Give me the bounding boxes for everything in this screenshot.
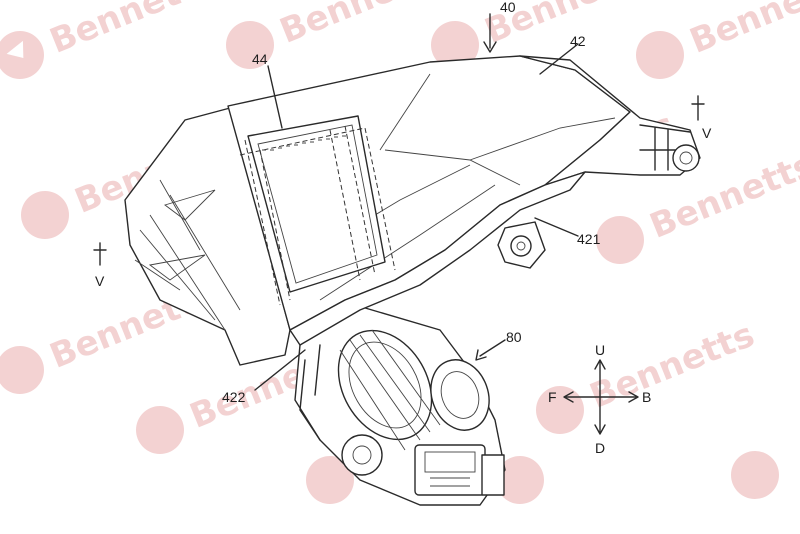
arrow-up-icon (594, 359, 606, 370)
arrow-40-icon (483, 41, 497, 53)
leader-44 (267, 65, 283, 129)
compass-front-label: F (548, 389, 557, 405)
bennetts-logo-icon (536, 386, 584, 434)
compass-up-label: U (595, 342, 605, 358)
arrow-down-icon (594, 424, 606, 435)
bennetts-logo-icon (731, 451, 779, 499)
leader-421 (534, 217, 579, 237)
bennetts-logo-icon (0, 31, 44, 79)
compass-down-label: D (595, 440, 605, 456)
part-label-422: 422 (222, 389, 246, 405)
bennetts-logo-icon (496, 456, 544, 504)
leader-422 (254, 349, 306, 391)
bennetts-logo-icon (431, 21, 479, 69)
part-label-42: 42 (570, 33, 586, 49)
arrow-80-icon (475, 349, 487, 361)
part-label-44: 44 (252, 51, 268, 67)
section-marker-left: V (93, 242, 107, 289)
watermark-text: Bennetts (44, 0, 220, 62)
watermark-text: Bennetts (684, 0, 800, 62)
part-label-421: 421 (577, 231, 601, 247)
bennetts-logo-icon (636, 31, 684, 79)
arrow-back-icon (628, 391, 639, 403)
arrow-front-icon (563, 391, 574, 403)
watermark-text: Bennetts (584, 315, 760, 417)
bennetts-logo-icon (306, 456, 354, 504)
direction-compass: U D F B (548, 342, 651, 456)
leader-80 (479, 339, 506, 357)
section-label-right: V (702, 125, 712, 141)
part-label-80: 80 (506, 329, 522, 345)
bennetts-logo-icon (136, 406, 184, 454)
bennetts-logo-icon (596, 216, 644, 264)
bennetts-logo-icon (21, 191, 69, 239)
bennetts-logo-icon (226, 21, 274, 69)
leader-42 (539, 43, 579, 75)
compass-back-label: B (642, 389, 651, 405)
section-label-left: V (95, 273, 105, 289)
leader-lines (254, 13, 579, 391)
throttle-body (294, 304, 506, 506)
airbox-body (124, 55, 701, 366)
section-marker-right: V (691, 95, 712, 141)
bennetts-logo-icon (0, 346, 44, 394)
watermark-text: Bennetts (274, 0, 450, 52)
part-label-40: 40 (500, 0, 516, 15)
